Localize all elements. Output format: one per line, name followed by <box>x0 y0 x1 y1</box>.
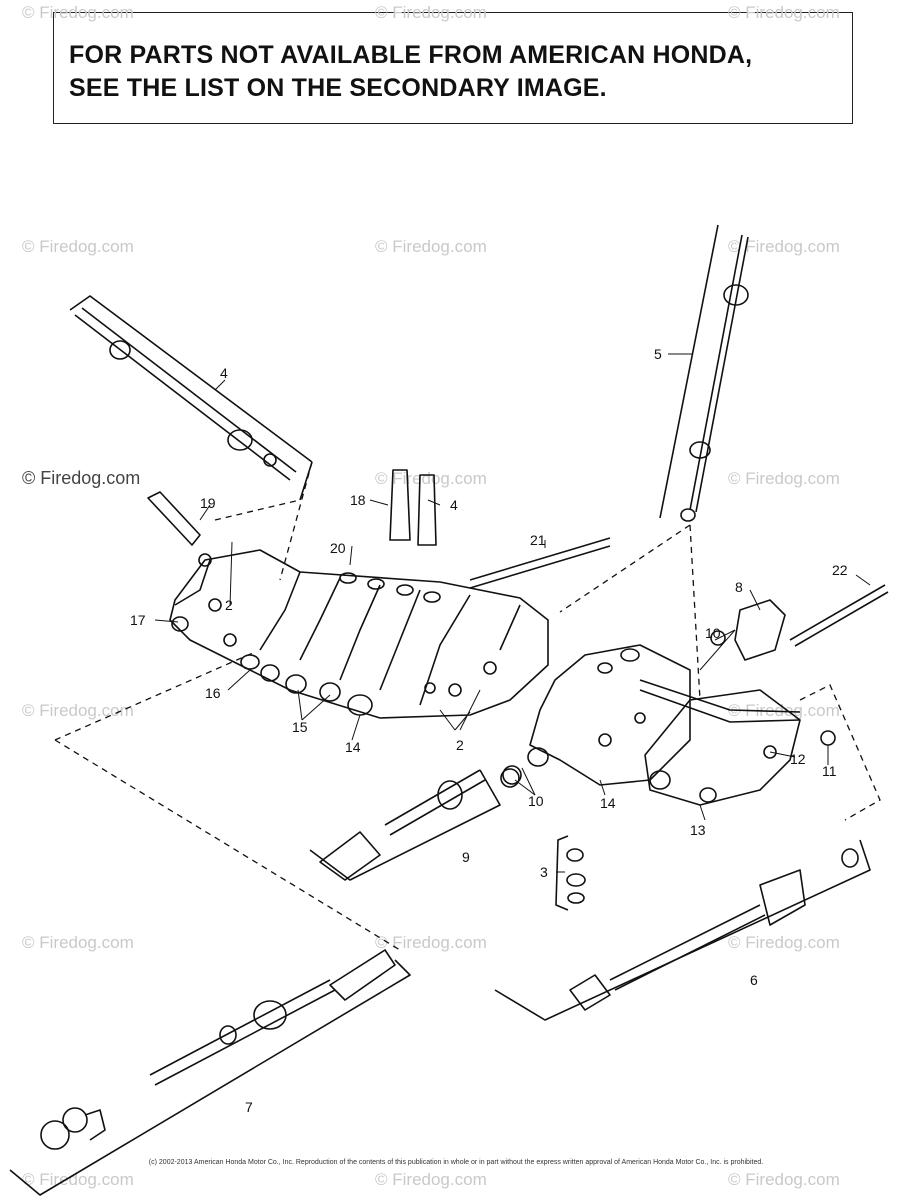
callout-16: 16 <box>205 685 221 701</box>
bracket-4 <box>69 295 313 463</box>
callout-2-mid: 2 <box>456 737 464 753</box>
callout-2-left: 2 <box>225 597 233 613</box>
watermark: © Firedog.com <box>728 469 840 488</box>
callout-21: 21 <box>530 532 546 548</box>
stud-22 <box>789 584 886 641</box>
callout-10-top: 10 <box>705 625 721 641</box>
bracket-6 <box>494 839 871 1021</box>
watermark: © Firedog.com <box>375 1170 487 1189</box>
end-cover-13 <box>644 689 801 806</box>
watermark: © Firedog.com <box>728 3 840 22</box>
fitting-8 <box>734 599 786 661</box>
callout-20: 19 <box>200 495 216 511</box>
callout-8: 8 <box>735 579 743 595</box>
notice-line-2: SEE THE LIST ON THE SECONDARY IMAGE. <box>69 74 607 102</box>
valve-body-left <box>169 549 549 719</box>
watermark: © Firedog.com <box>22 3 134 22</box>
spool-assembly-4 <box>74 307 297 481</box>
callout-14-left: 14 <box>345 739 361 755</box>
fitting-10-lower <box>502 765 522 785</box>
bracket-7 <box>9 959 411 1196</box>
callout-7: 7 <box>245 1099 253 1115</box>
watermark: © Firedog.com <box>22 701 134 720</box>
copyright-notice: (c) 2002-2013 American Honda Motor Co., … <box>148 1159 764 1166</box>
watermarks: © Firedog.com © Firedog.com © Firedog.co… <box>22 3 840 1189</box>
watermark: © Firedog.com <box>375 933 487 952</box>
callout-4-top: 4 <box>220 365 228 381</box>
callout-19: 20 <box>330 540 346 556</box>
watermark: © Firedog.com <box>22 933 134 952</box>
spool-assembly-6 <box>569 848 859 1011</box>
valve-body-right <box>527 644 801 786</box>
callout-9: 9 <box>462 849 470 865</box>
callout-11: 11 <box>822 763 837 779</box>
notice-box: FOR PARTS NOT AVAILABLE FROM AMERICAN HO… <box>53 12 853 124</box>
callout-10-bottom: 10 <box>528 793 544 809</box>
fitting-10-upper <box>710 630 726 646</box>
watermark: © Firedog.com <box>728 237 840 256</box>
dashed-guides <box>54 461 881 951</box>
callout-4-mid: 4 <box>450 497 458 513</box>
callout-numbers: 4 5 19 18 4 20 21 22 8 2 17 10 16 15 14 … <box>130 346 848 1115</box>
callout-12: 12 <box>790 751 806 767</box>
watermark: © Firedog.com <box>22 1170 134 1189</box>
fitting-3 <box>555 835 586 911</box>
valve-4-small <box>417 474 437 546</box>
callout-3: 3 <box>540 864 548 880</box>
callout-5: 5 <box>654 346 662 362</box>
callout-17: 17 <box>130 612 146 628</box>
watermark: © Firedog.com <box>728 701 840 720</box>
spool-assembly-7 <box>40 949 396 1150</box>
spool-assembly-9 <box>319 768 520 881</box>
callout-15: 15 <box>292 719 308 735</box>
leaders <box>154 353 871 873</box>
bracket-5 <box>659 224 719 519</box>
valve-18 <box>389 469 411 541</box>
watermark: © Firedog.com <box>375 469 487 488</box>
callout-13: 13 <box>690 822 706 838</box>
callout-22: 22 <box>832 562 848 578</box>
watermark: © Firedog.com <box>728 1170 840 1189</box>
notice-line-1: FOR PARTS NOT AVAILABLE FROM AMERICAN HO… <box>69 41 753 69</box>
bracket-9 <box>309 769 501 881</box>
bracket-4-end <box>299 461 313 501</box>
callout-18: 18 <box>350 492 366 508</box>
watermark: © Firedog.com <box>375 237 487 256</box>
nut-11 <box>820 730 836 746</box>
relief-valve-20 <box>147 491 212 567</box>
callout-14-right: 14 <box>600 795 616 811</box>
callout-6: 6 <box>750 972 758 988</box>
spool-assembly-5 <box>680 234 749 522</box>
watermark: © Firedog.com <box>22 237 134 256</box>
watermark: © Firedog.com <box>375 3 487 22</box>
watermark: © Firedog.com <box>728 933 840 952</box>
watermark: © Firedog.com <box>22 468 140 488</box>
stud-21 <box>469 537 611 581</box>
